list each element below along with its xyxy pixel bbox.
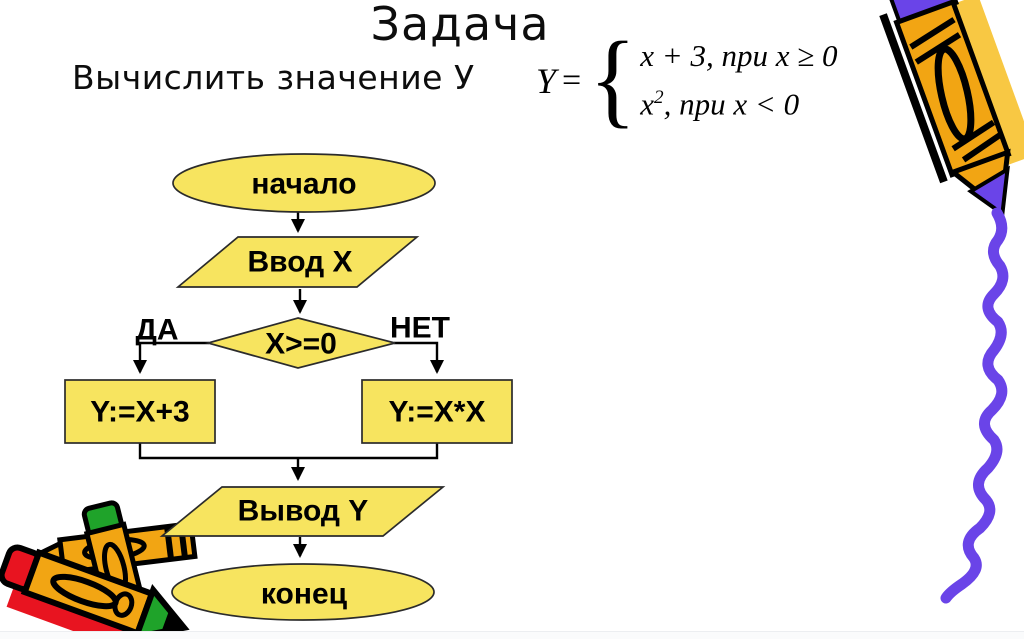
formula-cases: x + 3, при x ≥ 0 x2, при x < 0 [640, 35, 837, 125]
formula-case-2: x2, при x < 0 [640, 86, 800, 122]
formula-equals: = [562, 61, 582, 99]
formula-lhs: Y= [536, 60, 589, 102]
formula-brace: { [589, 21, 637, 139]
formula-variable-y: Y [536, 60, 557, 101]
arrow-branch-yes [133, 341, 209, 374]
node-else-rect [361, 379, 513, 444]
node-start-ellipse [172, 153, 436, 213]
node-then-rect [64, 379, 216, 444]
node-start-label: начало [251, 168, 356, 201]
merge-connector [138, 443, 439, 460]
node-output-label: Вывод Y [238, 495, 369, 528]
node-decision-diamond [204, 317, 396, 369]
node-input-label: Ввод X [247, 246, 352, 279]
node-end-label: конец [261, 578, 348, 611]
branch-yes-label: ДА [135, 314, 178, 347]
purple-squiggle-line [940, 207, 1009, 604]
formula-case-1: x + 3, при x ≥ 0 [640, 38, 838, 74]
crayon-top-right-icon [879, 0, 1024, 218]
node-input-parallelogram [175, 236, 420, 288]
page-title: Задача [370, 0, 550, 51]
node-output-parallelogram [159, 486, 446, 537]
node-decision-label: X>=0 [265, 328, 337, 361]
node-end-ellipse [171, 563, 435, 621]
branch-no-label: НЕТ [390, 312, 450, 345]
node-else-label: Y:=X*X [389, 396, 486, 429]
task-subtitle: Вычислить значение У [72, 58, 475, 97]
crayons-bottom-left-icon [0, 500, 198, 639]
slide-bottom-edge [0, 631, 1024, 639]
arrow-branch-no [394, 341, 444, 374]
node-then-label: Y:=X+3 [90, 396, 190, 429]
piecewise-formula: Y= { x + 3, при x ≥ 0 x2, при x < 0 [536, 27, 837, 133]
